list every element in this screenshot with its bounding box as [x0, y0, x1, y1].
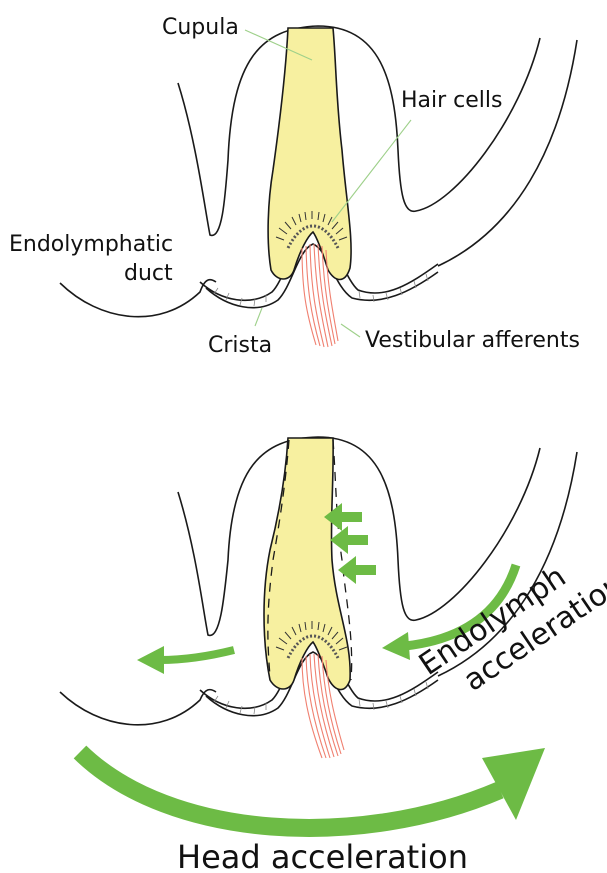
left-flow-arrow-shaft: [160, 650, 234, 660]
cupula: [268, 28, 351, 280]
bottom-panel-acceleration: Endolymph acceleration Head acceleration: [60, 437, 607, 873]
ampulla-wall: [178, 26, 540, 235]
vestibular-afferents-label: Vestibular afferents: [365, 328, 580, 353]
endolymphatic-duct-label-line1: Endolymphatic: [9, 232, 173, 257]
head-acceleration-arrow-shaft: [80, 752, 500, 828]
force-arrow-2: [330, 526, 368, 554]
left-flow-arrow-head: [137, 646, 164, 674]
crista-label: Crista: [208, 333, 272, 358]
hair-cells-label: Hair cells: [401, 88, 503, 113]
duct-floor-bottom: [60, 690, 216, 725]
endolymph-acceleration-label: Endolymph acceleration: [413, 535, 607, 715]
force-arrow-3: [338, 556, 376, 584]
afferents-leader: [341, 324, 360, 337]
endolymph-arrow-head: [382, 632, 410, 660]
top-panel-at-rest: Cupula Hair cells Endolymphatic duct Cri…: [9, 15, 580, 358]
crista-leader: [255, 308, 262, 326]
cupula-deflected: [264, 438, 350, 690]
endolymphatic-duct-label-line2: duct: [124, 261, 173, 286]
ampulla-outer-wall: [438, 40, 577, 266]
head-acceleration-label: Head acceleration: [177, 838, 468, 873]
cupula-label: Cupula: [162, 15, 239, 40]
